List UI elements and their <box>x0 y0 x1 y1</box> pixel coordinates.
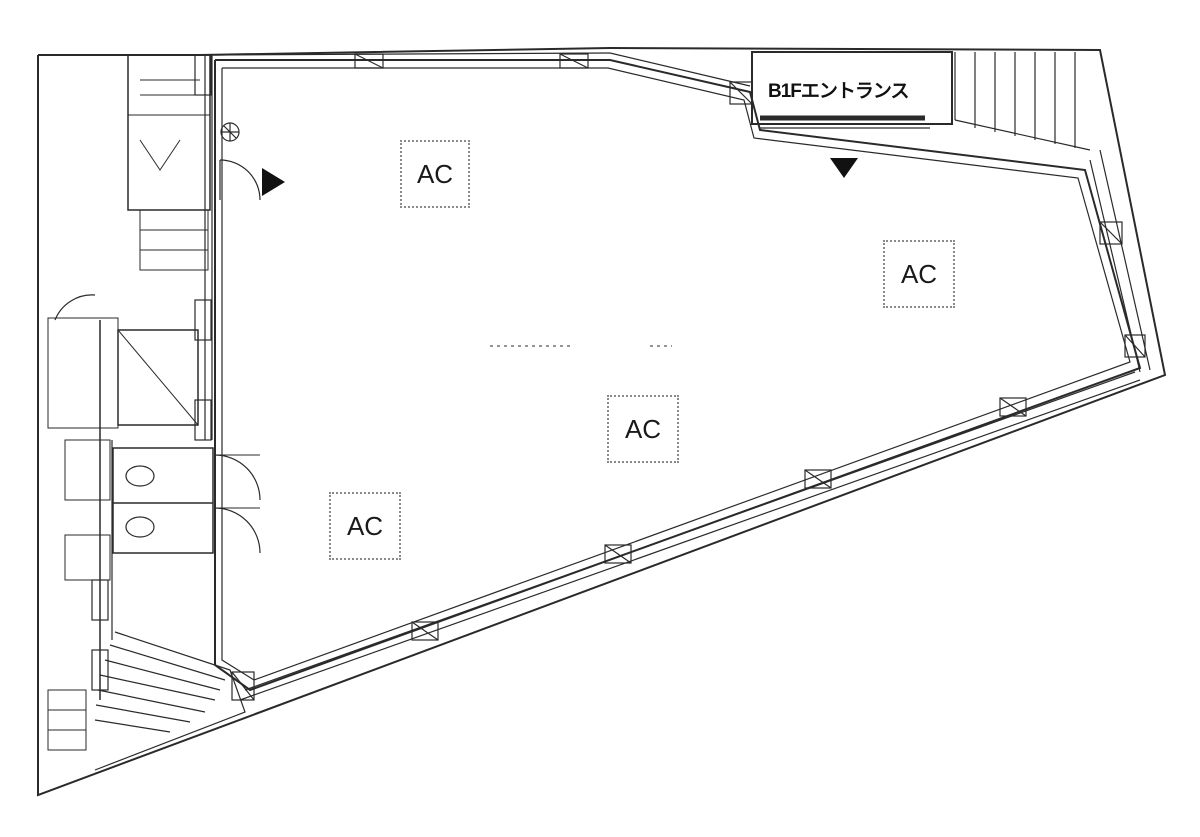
ventilation-fan-icon <box>220 122 240 142</box>
service-core <box>47 54 261 429</box>
column-markers <box>91 53 1146 701</box>
toilet-stalls <box>64 439 261 581</box>
main-room-wall-inner <box>221 67 1131 681</box>
triangle-down-icon <box>830 158 858 178</box>
stairs-top-right <box>954 52 1091 151</box>
main-room-wall <box>214 59 1142 692</box>
triangle-right-icon <box>262 168 285 196</box>
entrance-label: B1Fエントランス <box>768 81 910 102</box>
stairs-bottom-left <box>47 631 246 771</box>
ac-unit-label: AC <box>400 140 470 208</box>
ac-unit-label: AC <box>329 492 401 560</box>
ac-unit-label: AC <box>883 240 955 308</box>
ac-unit-label: AC <box>607 395 679 463</box>
